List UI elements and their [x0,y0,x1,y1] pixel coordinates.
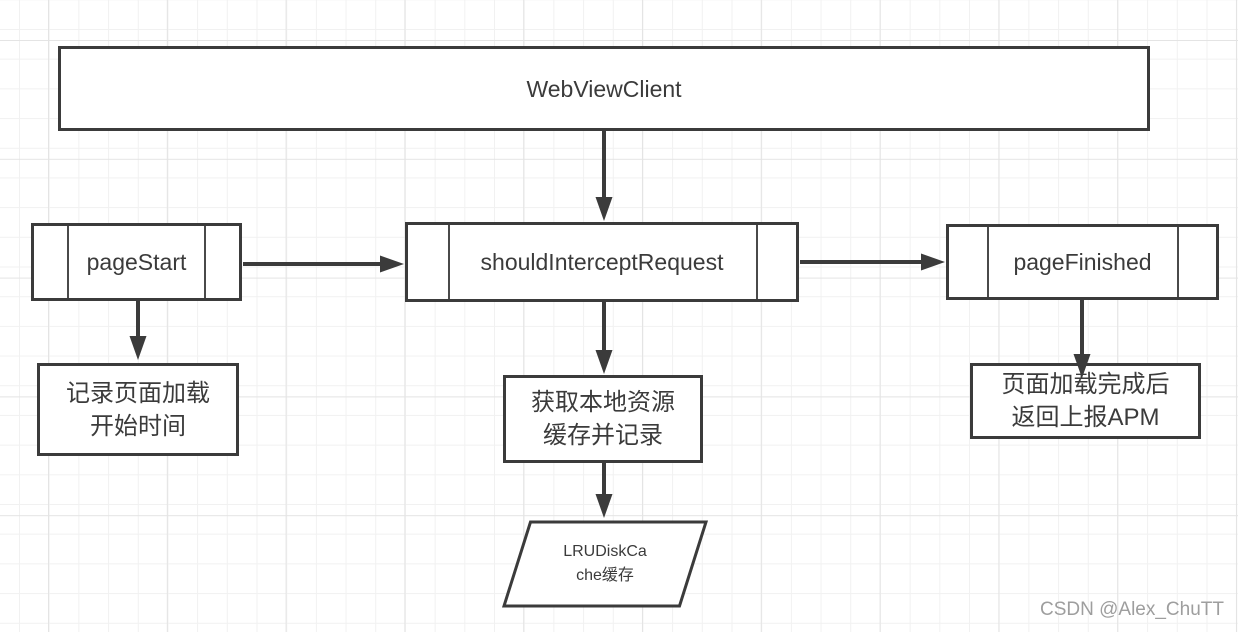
arrow-shouldinterceptrequest-to-pagefinished [800,253,945,271]
node-lru-disk-cache: LRUDiskCa che缓存 [501,520,709,608]
parallelogram-shape [501,520,709,608]
node-fetch-local-cache-line2: 缓存并记录 [543,422,663,449]
subroutine-bar-left [448,225,450,299]
node-lru-disk-cache-line1: LRUDiskCa [563,543,647,560]
subroutine-bar-right [204,226,206,298]
node-report-apm: 页面加载完成后 返回上报APM [970,363,1201,439]
node-pagestart: pageStart [31,223,242,301]
subroutine-bar-right [1177,227,1179,297]
node-record-start-time: 记录页面加载 开始时间 [37,363,239,456]
arrow-webviewclient-to-shouldinterceptrequest [595,131,613,221]
subroutine-bar-left [67,226,69,298]
node-report-apm-line2: 返回上报APM [1011,404,1160,431]
arrow-pagestart-to-shouldinterceptrequest [243,255,404,273]
node-record-start-time-line1: 记录页面加载 [66,379,210,407]
arrow-fetch-to-lru [595,463,613,518]
node-webviewclient-label: WebViewClient [526,75,682,102]
subroutine-bar-left [987,227,989,297]
arrow-pagestart-to-record [129,301,147,360]
node-fetch-local-cache-line1: 获取本地资源 [531,389,675,416]
node-report-apm-line1: 页面加载完成后 [1001,371,1170,398]
node-record-start-time-line2: 开始时间 [90,412,186,440]
arrow-shouldinterceptrequest-to-fetch [595,302,613,374]
node-pagefinished: pageFinished [946,224,1219,300]
node-shouldinterceptrequest-label: shouldInterceptRequest [480,249,724,275]
node-fetch-local-cache: 获取本地资源 缓存并记录 [503,375,703,463]
node-pagefinished-label: pageFinished [1013,249,1152,275]
node-lru-disk-cache-line2: che缓存 [576,567,634,584]
subroutine-bar-right [756,225,758,299]
node-webviewclient: WebViewClient [58,46,1150,131]
csdn-watermark: CSDN @Alex_ChuTT [1040,599,1224,620]
node-shouldinterceptrequest: shouldInterceptRequest [405,222,799,302]
node-pagestart-label: pageStart [86,249,187,275]
